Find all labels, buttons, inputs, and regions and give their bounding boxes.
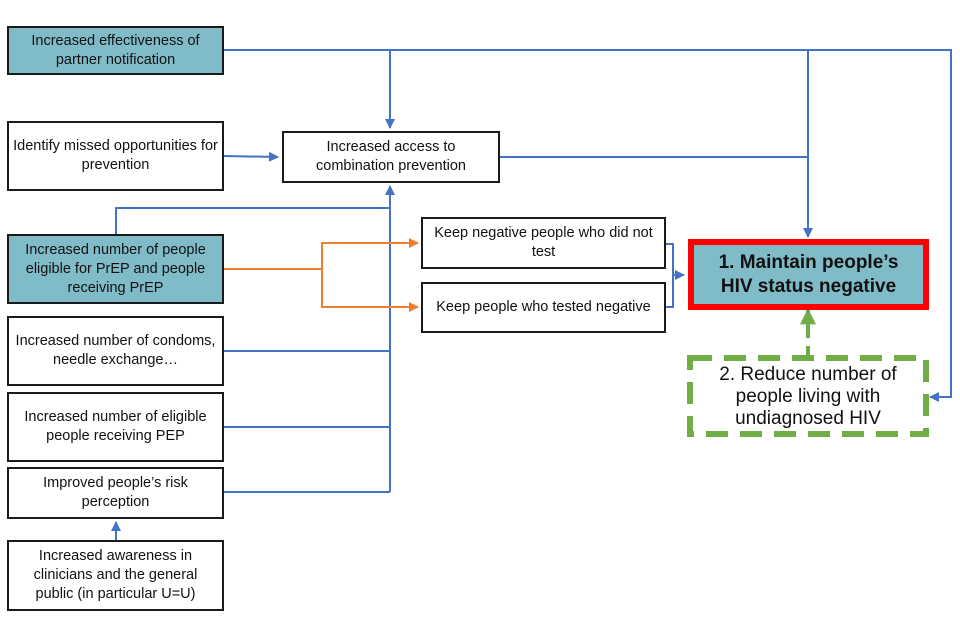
node-missed-opportunities: Identify missed opportunities for preven…: [7, 121, 224, 191]
node-pep: Increased number of eligible people rece…: [7, 392, 224, 462]
connector-keep-to-goal1: [665, 243, 684, 308]
connector-prep-up: [115, 207, 390, 234]
node-keep-untested: Keep negative people who did not test: [421, 217, 666, 269]
node-keep-tested: Keep people who tested negative: [421, 282, 666, 333]
connector-prep-to-untested: [321, 238, 419, 269]
goal-reduce-undiagnosed: 2. Reduce number of people living with u…: [719, 364, 897, 429]
goal-maintain-negative: 1. Maintain people’s HIV status negative: [688, 239, 929, 310]
node-awareness: Increased awareness in clinicians and th…: [7, 540, 224, 611]
node-combination-prevention: Increased access to combination preventi…: [282, 131, 500, 183]
node-condoms: Increased number of condoms, needle exch…: [7, 316, 224, 386]
connector-partner-to-goal2: [224, 49, 952, 402]
connector-missed-to-combination: [223, 151, 279, 162]
node-risk-perception: Improved people’s risk perception: [7, 467, 224, 519]
connector-prep-to-tested: [321, 269, 419, 312]
node-prep: Increased number of people eligible for …: [7, 234, 224, 304]
node-partner-notification: Increased effectiveness of partner notif…: [7, 26, 224, 75]
